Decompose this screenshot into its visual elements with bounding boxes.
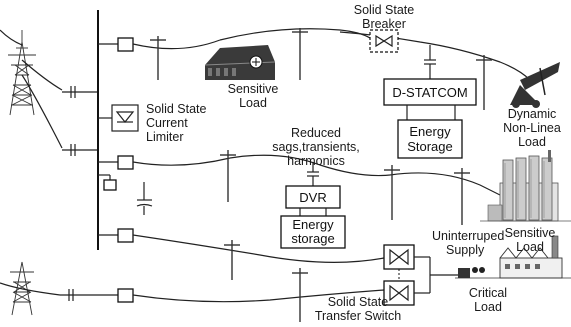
incoming-line-lower bbox=[0, 282, 118, 301]
capacitor-icon bbox=[424, 59, 436, 65]
dvr-box bbox=[285, 185, 341, 209]
factory-critical-load-icon bbox=[455, 235, 571, 279]
capacitor-icon bbox=[70, 86, 76, 98]
utility-pole-icon bbox=[454, 168, 470, 225]
shunt-capacitor-icon bbox=[98, 174, 153, 215]
capacitor-icon bbox=[68, 289, 74, 301]
solid-state-breaker bbox=[369, 29, 399, 53]
incoming-line-upper bbox=[0, 29, 98, 156]
factory-building-icon bbox=[204, 45, 276, 80]
utility-pole-icon bbox=[150, 36, 166, 80]
transmission-tower-bottom-icon bbox=[10, 261, 34, 316]
current-limiter bbox=[98, 104, 139, 132]
transfer-switch bbox=[383, 244, 460, 306]
utility-pole-icon bbox=[224, 240, 240, 280]
utility-pole-icon bbox=[384, 165, 400, 220]
utility-pole-icon bbox=[476, 55, 492, 110]
d-statcom-box bbox=[383, 78, 477, 106]
industrial-plant-icon bbox=[480, 150, 571, 222]
dvr-label: DVR bbox=[299, 190, 326, 205]
d-statcom-label: D-STATCOM bbox=[392, 85, 467, 100]
feeder-switch bbox=[117, 288, 134, 303]
feeder-switch bbox=[117, 37, 134, 52]
capacitor-icon bbox=[70, 144, 76, 156]
utility-pole-icon bbox=[220, 150, 236, 202]
crane-icon bbox=[510, 62, 560, 108]
energy-storage-right-box bbox=[397, 119, 463, 159]
energy-storage-mid-box bbox=[280, 215, 346, 249]
transmission-tower-top-icon bbox=[8, 30, 36, 116]
utility-pole-icon bbox=[292, 28, 308, 80]
capacitor-icon bbox=[307, 171, 319, 177]
feeder-switch bbox=[117, 228, 134, 243]
feeder-switch bbox=[117, 155, 134, 170]
utility-pole-icon bbox=[292, 268, 308, 322]
